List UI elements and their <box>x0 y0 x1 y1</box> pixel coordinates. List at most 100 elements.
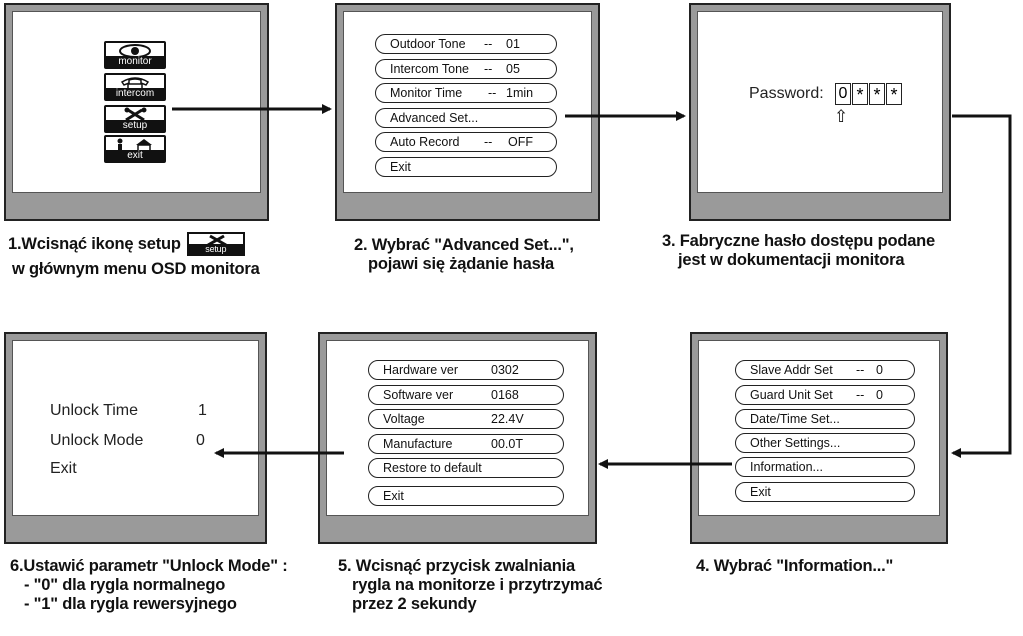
menu-item-label: Information... <box>750 460 823 474</box>
info-item-label: Voltage <box>383 412 425 426</box>
menu-item-label: Exit <box>383 489 404 503</box>
info-item-label: Hardware ver <box>383 363 459 377</box>
menu-item-label: Exit <box>750 485 771 499</box>
menu-item-restore-default[interactable]: Restore to default <box>368 458 564 478</box>
info-item-manufacture: Manufacture 00.0T <box>368 434 564 454</box>
info-item-value: 00.0T <box>491 437 523 451</box>
password-label: Password: <box>749 85 824 102</box>
exit-option[interactable]: Exit <box>50 460 77 477</box>
intercom-label: intercom <box>106 88 164 99</box>
setup-inline-icon: setup <box>186 232 245 256</box>
info-item-label: Manufacture <box>383 437 453 451</box>
screen-panel-3: Password: 0 * * * ⇧ <box>689 3 951 221</box>
menu-item-value: 01 <box>506 37 520 51</box>
menu-item-label: Intercom Tone <box>390 62 469 76</box>
menu-item-date-time-set[interactable]: Date/Time Set... <box>735 409 915 429</box>
menu-item-monitor-time[interactable]: Monitor Time -- 1min <box>375 83 557 103</box>
password-field[interactable]: 0 * * * <box>835 83 902 105</box>
caption-step1-line1: 1.Wcisnąć ikonę setup <box>8 234 181 253</box>
caption-step2-line2: pojawi się żądanie hasła <box>368 255 554 273</box>
menu-item-exit[interactable]: Exit <box>375 157 557 177</box>
caption-step5: 5. Wcisnąć przycisk zwalniania rygla na … <box>338 557 603 614</box>
monitor-button[interactable]: monitor <box>104 41 166 69</box>
menu-item-information[interactable]: Information... <box>735 457 915 477</box>
menu-item-dash: -- <box>488 86 497 100</box>
monitor-label: monitor <box>106 56 164 67</box>
menu-item-advanced-set[interactable]: Advanced Set... <box>375 108 557 128</box>
password-digit: * <box>886 83 902 105</box>
menu-item-guard-unit-set[interactable]: Guard Unit Set -- 0 <box>735 385 915 405</box>
setup-label: setup <box>106 120 164 131</box>
caption-step3: 3. Fabryczne hasło dostępu podane jest w… <box>662 232 935 270</box>
caption-step5-line2: rygla na monitorze i przytrzymać <box>352 576 603 594</box>
menu-item-value: 0 <box>876 363 883 377</box>
screen-panel-2: Outdoor Tone -- 01 Intercom Tone -- 05 M… <box>335 3 600 221</box>
menu-item-dash: -- <box>484 62 493 76</box>
menu-item-label: Outdoor Tone <box>390 37 466 51</box>
unlock-mode-value[interactable]: 0 <box>196 432 205 449</box>
menu-item-auto-record[interactable]: Auto Record -- OFF <box>375 132 557 152</box>
menu-item-label: Advanced Set... <box>390 111 479 125</box>
caption-step6-line1: 6.Ustawić parametr "Unlock Mode" : <box>10 557 288 575</box>
password-digit: * <box>852 83 868 105</box>
screen-panel-4: Slave Addr Set -- 0 Guard Unit Set -- 0 … <box>690 332 948 544</box>
password-digit: * <box>869 83 885 105</box>
menu-item-value: 05 <box>506 62 520 76</box>
menu-item-other-settings[interactable]: Other Settings... <box>735 433 915 453</box>
menu-item-label: Date/Time Set... <box>750 412 840 426</box>
info-item-value: 22.4V <box>491 412 524 426</box>
password-digit: 0 <box>835 83 851 105</box>
menu-item-value: 0 <box>876 388 883 402</box>
intercom-button[interactable]: intercom <box>104 73 166 101</box>
screen-panel-1: monitor intercom setup exit <box>4 3 269 221</box>
info-item-label: Software ver <box>383 388 454 402</box>
setup-icon <box>106 107 164 122</box>
caption-step4: 4. Wybrać "Information..." <box>696 557 893 576</box>
screen-display <box>12 340 259 516</box>
unlock-time-label: Unlock Time <box>50 402 139 419</box>
info-item-voltage: Voltage 22.4V <box>368 409 564 429</box>
menu-item-label: Other Settings... <box>750 436 841 450</box>
menu-item-slave-addr-set[interactable]: Slave Addr Set -- 0 <box>735 360 915 380</box>
menu-item-exit[interactable]: Exit <box>368 486 564 506</box>
caption-step3-line1: 3. Fabryczne hasło dostępu podane <box>662 232 936 250</box>
menu-item-label: Auto Record <box>390 135 460 149</box>
screen-display <box>697 11 943 193</box>
unlock-time-value[interactable]: 1 <box>198 402 207 419</box>
caption-step6: 6.Ustawić parametr "Unlock Mode" : - "0"… <box>10 557 288 614</box>
menu-item-intercom-tone[interactable]: Intercom Tone -- 05 <box>375 59 557 79</box>
menu-item-value: OFF <box>508 135 533 149</box>
menu-item-value: 1min <box>506 86 534 100</box>
arrow-step3-to-step4 <box>951 114 1012 458</box>
menu-item-outdoor-tone[interactable]: Outdoor Tone -- 01 <box>375 34 557 54</box>
exit-button[interactable]: exit <box>104 135 166 163</box>
unlock-mode-label: Unlock Mode <box>50 432 144 449</box>
screen-panel-6: Unlock Time 1 Unlock Mode 0 Exit <box>4 332 267 544</box>
menu-item-exit[interactable]: Exit <box>735 482 915 502</box>
menu-item-dash: -- <box>484 37 493 51</box>
menu-item-label: Slave Addr Set <box>750 363 833 377</box>
info-item-hardware-ver: Hardware ver 0302 <box>368 360 564 380</box>
menu-item-label: Monitor Time <box>390 86 463 100</box>
caption-step2: 2. Wybrać "Advanced Set...", pojawi się … <box>354 236 574 274</box>
caption-step1: 1.Wcisnąć ikonę setup setup w głównym me… <box>8 232 260 279</box>
setup-inline-icon-label: setup <box>188 244 243 254</box>
caption-step5-line1: 5. Wcisnąć przycisk zwalniania <box>338 557 576 575</box>
caption-step3-line2: jest w dokumentacji monitora <box>678 251 905 269</box>
info-item-software-ver: Software ver 0168 <box>368 385 564 405</box>
setup-button[interactable]: setup <box>104 105 166 133</box>
exit-label: exit <box>106 150 164 161</box>
caption-step6-line2: - "0" dla rygla normalnego <box>24 576 226 594</box>
menu-item-dash: -- <box>856 363 865 377</box>
menu-item-label: Guard Unit Set <box>750 388 833 402</box>
cursor-up-arrow-icon: ⇧ <box>834 107 849 127</box>
menu-item-dash: -- <box>484 135 493 149</box>
caption-step5-line3: przez 2 sekundy <box>352 595 477 613</box>
caption-step4-line1: 4. Wybrać "Information..." <box>696 557 894 575</box>
info-item-value: 0168 <box>491 388 519 402</box>
menu-item-label: Exit <box>390 160 411 174</box>
caption-step1-line2: w głównym menu OSD monitora <box>12 260 260 278</box>
screen-panel-5: Hardware ver 0302 Software ver 0168 Volt… <box>318 332 597 544</box>
caption-step2-line1: 2. Wybrać "Advanced Set...", <box>354 236 574 254</box>
